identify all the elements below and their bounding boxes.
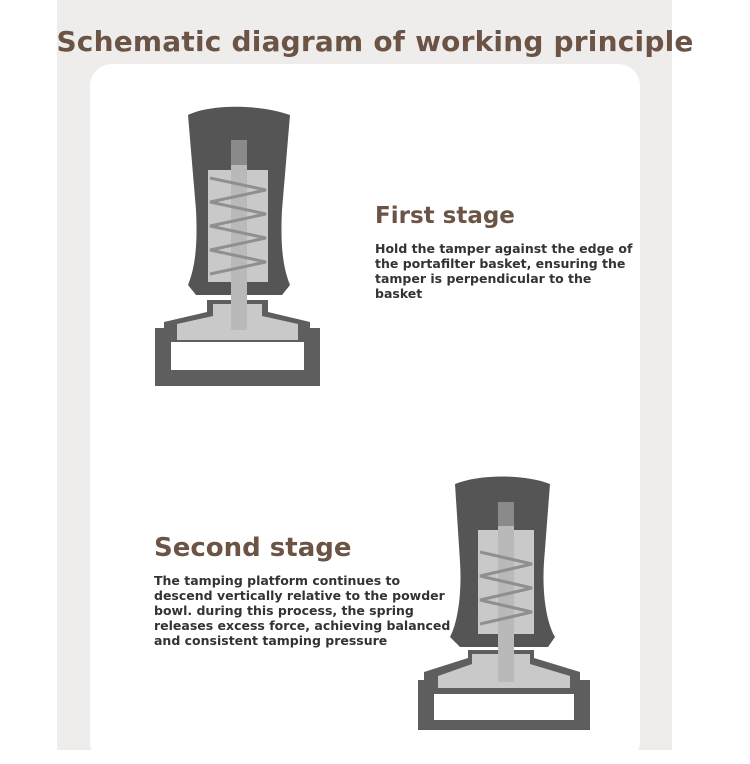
stage-2-description: The tamping platform continues to descen… <box>154 573 451 648</box>
basket-cavity <box>434 694 574 720</box>
tamper-shaft <box>231 140 247 330</box>
spring-coil <box>209 176 267 276</box>
shaft-thread <box>231 140 247 165</box>
basket-cavity <box>171 342 304 370</box>
stage-1-description: Hold the tamper against the edge of the … <box>375 241 633 301</box>
tamper-shaft <box>498 502 514 682</box>
shaft-thread <box>498 502 514 526</box>
tamper-diagram-stage-2 <box>418 476 590 730</box>
page-title: Schematic diagram of working principle <box>56 24 694 58</box>
content-card <box>90 64 640 764</box>
stage-1-title: First stage <box>375 203 515 229</box>
stage-2-title: Second stage <box>154 533 352 563</box>
tamper-diagram-stage-1 <box>155 106 320 386</box>
spring-coil <box>479 550 533 626</box>
